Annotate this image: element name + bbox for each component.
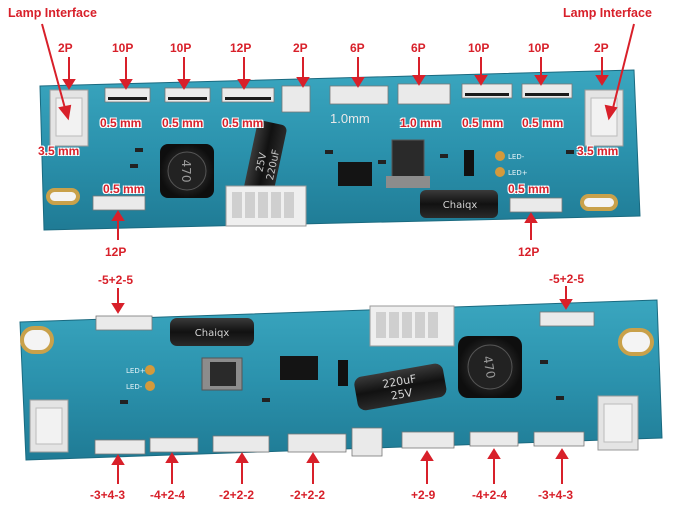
pin-label-bottom-left: 12P [105,245,127,259]
capacitor-marking: 25V [390,386,414,403]
pin-label: 10P [468,41,490,55]
fpc-connector [212,435,270,453]
diode [464,150,474,176]
fpc-connector [469,431,519,447]
pin-label: 2P [594,41,609,55]
pitch-label: 0.5 mm [162,116,204,130]
connector-code-label: -3+4-3 [90,488,126,502]
mount-hole [618,328,654,356]
lamp-interface-left-label: Lamp Interface [8,6,97,20]
connector-code-label: -3+4-3 [538,488,574,502]
pitch-label: 0.5 mm [462,116,504,130]
connector-code-label: -2+2-2 [290,488,326,502]
pin-label: 6P [411,41,426,55]
connector-code-label: +2-9 [411,488,436,502]
fpc-connector [509,197,563,213]
pitch-label: 1.0 mm [400,116,442,130]
pitch-label-left: 3.5 mm [38,144,80,158]
pitch-label: 0.5 mm [100,116,142,130]
connector-code-label: -4+2-4 [472,488,508,502]
fpc-connector [149,437,199,453]
led-pad [145,381,155,391]
pitch-label-right: 3.5 mm [577,144,619,158]
jst-connector [287,433,347,453]
diode [338,360,348,386]
jst-connector [281,85,311,113]
ic-chip [338,162,372,186]
lamp-interface-right-label: Lamp Interface [563,6,652,20]
mount-hole [20,326,54,354]
silk-led-minus: LED- [508,153,525,161]
fpc-connector [533,431,585,447]
capacitor-marking: 220uF [381,372,417,391]
inductor-marking: 470 [179,160,193,183]
pin-label: 6P [350,41,365,55]
pin-label: 10P [170,41,192,55]
pin-label: 12P [230,41,252,55]
fpc-connector [401,431,455,449]
pin-label: 2P [58,41,73,55]
top-board: 470 25V 220uF Chaiqx LED- LED+ [39,69,641,231]
mount-hole [580,194,618,211]
silk-led-minus: LED- [126,383,143,391]
pin-label-bottom-right: 12P [518,245,540,259]
connector-code-label: -5+2-5 [98,273,134,287]
inductor-marking: 470 [480,355,498,380]
fpc-connector [539,311,595,327]
silk-led-plus: LED+ [126,367,146,375]
connector-code-label: -4+2-4 [150,488,186,502]
connector-code-label: -5+2-5 [549,272,585,286]
silk-led-plus: LED+ [508,169,528,177]
connector-code-label: -2+2-2 [219,488,255,502]
callout-arrows [41,23,635,484]
ic-chip [280,356,318,380]
brand-marking: Chaiqx [443,200,478,211]
mount-hole [46,188,80,205]
jst-connector [351,427,383,457]
bottom-board: 470 220uF 25V Chaiqx LED+ LED- [19,299,663,461]
led-pad [145,365,155,375]
pin-label: 10P [528,41,550,55]
capacitor [170,318,254,346]
pitch-label: 0.5 mm [522,116,564,130]
pin-label: 10P [112,41,134,55]
capacitor-marking: 25V [255,152,270,174]
pitch-label-bottom-right: 0.5 mm [508,182,550,196]
capacitor [420,190,498,218]
led-pad [495,167,505,177]
led-pad [495,151,505,161]
pitch-label-bottom-left: 0.5 mm [103,182,145,196]
pitch-label-6p: 1.0mm [330,111,370,126]
pitch-label: 0.5 mm [222,116,264,130]
fpc-connector [92,195,146,211]
pin-label: 2P [293,41,308,55]
regulator [391,139,425,181]
jst-connector [397,83,451,105]
capacitor [354,363,447,411]
capacitor [243,120,287,199]
fpc-connector [94,439,146,455]
brand-marking: Chaiqx [195,328,230,339]
fpc-connector [95,315,153,331]
jst-connector [329,85,389,105]
